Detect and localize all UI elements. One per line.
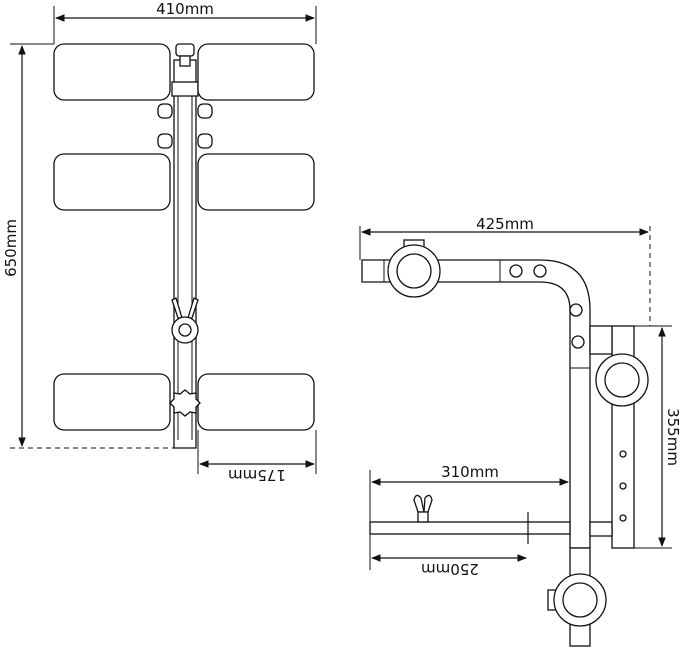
- label-175mm: 175mm: [228, 466, 286, 484]
- side-lower-bar: [369, 521, 571, 535]
- hole-3: [569, 303, 583, 317]
- hole-2: [533, 264, 547, 278]
- top-view: 410mm 650mm: [2, 0, 317, 484]
- pad-bottom-left: [53, 373, 171, 431]
- top-frame-bracket: [171, 81, 199, 97]
- label-310mm: 310mm: [441, 463, 499, 481]
- plate-hole-3: [619, 514, 627, 522]
- plate-hole-2: [619, 482, 627, 490]
- side-top-roller: [387, 239, 441, 298]
- nub-1-right: [197, 103, 213, 119]
- hole-4: [571, 335, 585, 349]
- dim-top-foot: 175mm: [197, 430, 317, 484]
- hole-1: [509, 264, 523, 278]
- label-650mm: 650mm: [2, 219, 20, 277]
- top-pop-pin: [171, 297, 199, 344]
- dim-top-height: 650mm: [2, 43, 178, 449]
- pad-middle-right: [197, 153, 315, 211]
- side-pop-pin: [413, 494, 433, 523]
- label-425mm: 425mm: [476, 215, 534, 233]
- pad-top-left: [53, 43, 171, 101]
- label-410mm: 410mm: [156, 0, 214, 18]
- side-plate-joint: [589, 325, 613, 355]
- pad-bottom-right: [197, 373, 315, 431]
- dim-side-height: 355mm: [634, 325, 680, 549]
- pad-middle-left: [53, 153, 171, 211]
- side-main-frame: [361, 259, 591, 549]
- label-355mm: 355mm: [664, 408, 680, 466]
- side-bottom-roller: [547, 573, 607, 627]
- label-250mm: 250mm: [421, 560, 479, 578]
- pad-top-right: [197, 43, 315, 101]
- top-knob-stem: [179, 55, 191, 67]
- nub-2-left: [157, 133, 173, 149]
- side-view: 425mm: [359, 215, 680, 647]
- plate-hole-1: [619, 450, 627, 458]
- dim-top-width: 410mm: [53, 0, 317, 44]
- dim-side-width: 425mm: [359, 215, 651, 326]
- nub-1-left: [157, 103, 173, 119]
- star-knob: [169, 389, 201, 417]
- nub-2-right: [197, 133, 213, 149]
- side-right-roller: [595, 353, 649, 407]
- top-knob: [175, 43, 195, 57]
- side-lower-bar-right: [589, 521, 613, 537]
- dim-side-low: 250mm: [369, 534, 527, 578]
- dim-side-mid: 310mm: [369, 463, 569, 522]
